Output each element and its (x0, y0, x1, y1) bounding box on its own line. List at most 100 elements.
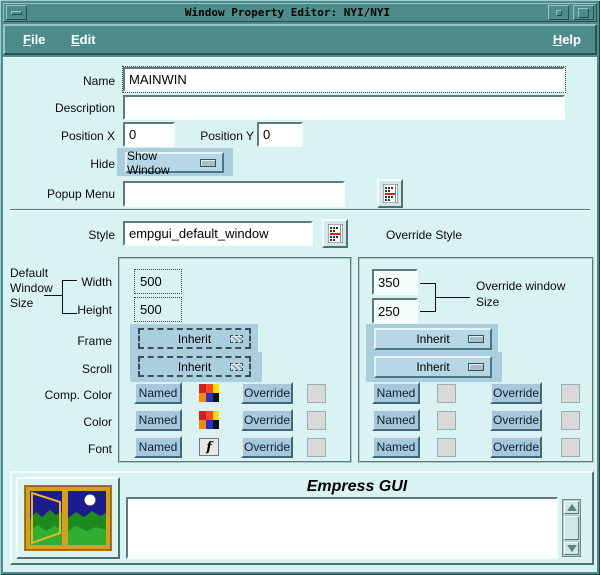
default-height-input[interactable] (134, 297, 182, 322)
style-input[interactable] (123, 221, 313, 246)
titlebar[interactable]: Window Property Editor: NYI/NYI (3, 3, 597, 22)
popup-menu-list-button[interactable] (377, 179, 403, 208)
menu-help-initial: H (552, 32, 563, 47)
override-comp-color-override-swatch (561, 384, 580, 403)
position-x-label: Position X (60, 129, 115, 143)
option-indicator-icon (230, 362, 243, 371)
description-input[interactable] (123, 95, 565, 120)
option-indicator-icon (468, 363, 484, 371)
style-list-button[interactable] (322, 219, 348, 248)
override-font-override-button[interactable]: Override (490, 436, 542, 458)
comp-color-named-button[interactable]: Named (134, 382, 182, 404)
up-arrow-icon (566, 504, 577, 511)
color-override-swatch (307, 411, 326, 430)
footer-title: Empress GUI (306, 478, 408, 495)
preview-image-button[interactable] (16, 477, 120, 559)
scroll-label: Scroll (81, 362, 112, 376)
minimize-icon (556, 10, 562, 16)
menu-help-label: elp (562, 32, 581, 47)
option-indicator-icon (230, 334, 243, 343)
comp-color-label: Comp. Color (44, 388, 112, 402)
description-label: Description (54, 101, 115, 115)
comp-color-swatch-icon (199, 384, 219, 402)
hide-option-menu[interactable]: Show Window (125, 149, 224, 177)
option-indicator-icon (200, 158, 216, 167)
override-style-label: Override Style (386, 228, 463, 242)
maximize-button[interactable] (573, 5, 594, 20)
override-panel (358, 257, 594, 463)
default-panel (118, 257, 352, 463)
override-comp-color-override-button[interactable]: Override (490, 382, 542, 404)
override-scroll-option-menu[interactable]: Inherit (374, 356, 492, 378)
override-width-input[interactable] (372, 269, 418, 295)
bracket-line (62, 280, 63, 314)
override-font-named-swatch (437, 438, 456, 457)
window-menu-icon (11, 11, 22, 15)
override-height-input[interactable] (372, 298, 418, 324)
name-label: Name (82, 74, 115, 88)
position-y-input[interactable] (257, 122, 303, 147)
override-comp-color-named-button[interactable]: Named (372, 382, 420, 404)
frame-option-value: Inherit (177, 331, 212, 346)
color-named-button[interactable]: Named (134, 409, 182, 431)
footer-panel (10, 471, 594, 565)
width-label: Width (81, 275, 112, 289)
annotation-line: Size (476, 295, 500, 309)
override-comp-color-named-swatch (437, 384, 456, 403)
font-override-swatch (307, 438, 326, 457)
menu-file-initial: F (23, 32, 31, 47)
color-override-button[interactable]: Override (241, 409, 293, 431)
annotation-line: Override window (476, 279, 566, 293)
bracket-line (44, 295, 62, 296)
override-font-override-swatch (561, 438, 580, 457)
bracket-line (420, 311, 436, 312)
override-scroll-value: Inherit (416, 360, 450, 374)
override-size-annotation: Override window Size (476, 278, 565, 310)
separator (10, 209, 590, 211)
font-override-button[interactable]: Override (241, 436, 293, 458)
down-arrow-icon (566, 545, 577, 552)
footer-scrollbar[interactable] (562, 499, 581, 557)
scroll-up-button[interactable] (564, 501, 579, 514)
popup-menu-input[interactable] (123, 181, 345, 207)
override-font-named-button[interactable]: Named (372, 436, 420, 458)
option-indicator-icon (468, 335, 484, 343)
position-x-input[interactable] (123, 122, 175, 147)
scroll-thumb[interactable] (564, 516, 579, 540)
bracket-line (420, 283, 436, 284)
override-color-named-button[interactable]: Named (372, 409, 420, 431)
popup-menu-label: Popup Menu (46, 187, 115, 201)
bracket-line (435, 297, 470, 298)
footer-text-area[interactable] (126, 497, 558, 559)
frame-label: Frame (77, 334, 112, 348)
comp-color-override-swatch (307, 384, 326, 403)
scroll-option-menu[interactable]: Inherit (138, 356, 251, 377)
name-input[interactable] (122, 66, 566, 93)
bracket-line (62, 313, 77, 314)
default-width-input[interactable] (134, 269, 182, 294)
hide-label: Hide (90, 157, 115, 171)
comp-color-override-button[interactable]: Override (241, 382, 293, 404)
list-picker-icon (382, 184, 398, 203)
frame-option-menu[interactable]: Inherit (138, 328, 251, 349)
default-size-annotation: Default Window Size (10, 266, 53, 311)
override-frame-option-menu[interactable]: Inherit (374, 328, 492, 350)
window-menu-button[interactable] (6, 5, 27, 20)
scroll-down-button[interactable] (564, 542, 579, 555)
hide-option-value: Show Window (127, 148, 170, 177)
height-label: Height (77, 303, 112, 317)
font-named-button[interactable]: Named (134, 436, 182, 458)
override-color-named-swatch (437, 411, 456, 430)
override-frame-value: Inherit (416, 332, 450, 346)
annotation-line: Window (10, 281, 53, 295)
override-color-override-button[interactable]: Override (490, 409, 542, 431)
bracket-line (62, 280, 77, 281)
scroll-option-value: Inherit (177, 359, 212, 374)
minimize-button[interactable] (548, 5, 569, 20)
maximize-icon (578, 8, 589, 18)
